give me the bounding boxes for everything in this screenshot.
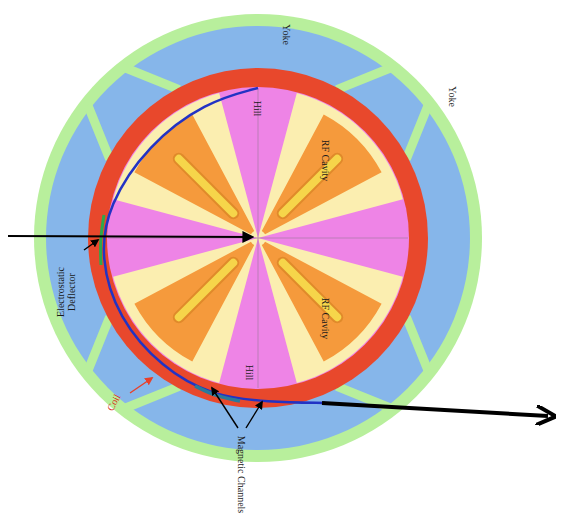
yoke-post — [406, 317, 428, 371]
valley — [258, 93, 403, 238]
deflector — [101, 215, 104, 265]
rf-cavity — [134, 242, 254, 362]
yoke-post — [88, 317, 110, 371]
hill-pole — [107, 87, 409, 389]
part-label: RF Cavity — [321, 297, 332, 338]
dee — [179, 263, 233, 317]
valley — [113, 238, 258, 383]
yoke-rim — [34, 14, 482, 462]
part-label: Magnetic Channels — [236, 435, 247, 512]
leader-line — [84, 240, 98, 250]
yoke-post — [125, 68, 179, 90]
yoke-post — [88, 105, 110, 159]
part-label: Hill — [245, 364, 256, 380]
yoke-post — [406, 105, 428, 159]
valley — [258, 238, 403, 383]
yoke — [46, 26, 470, 450]
dee-outline — [179, 263, 233, 317]
input-arrow — [8, 236, 252, 237]
leader-line — [130, 378, 152, 393]
magnetic-channel — [195, 386, 240, 401]
dee — [179, 159, 233, 213]
coil-ring — [88, 68, 428, 408]
yoke-post — [125, 386, 179, 408]
part-label: RF Cavity — [321, 139, 332, 180]
output-arrow — [322, 403, 548, 416]
part-label: Electrostatic Deflector — [55, 260, 77, 324]
leader-line — [212, 388, 238, 428]
rf-cavity — [262, 114, 382, 234]
part-label: Hill — [253, 100, 264, 116]
beam-path — [104, 88, 325, 403]
rf-cavity — [134, 114, 254, 234]
dee-outline — [179, 159, 233, 213]
part-label: Yoke — [280, 24, 291, 45]
yoke-post — [337, 68, 391, 90]
rf-cavity — [262, 242, 382, 362]
leader-line — [246, 402, 262, 428]
axis — [258, 88, 259, 388]
part-label: Yoke — [446, 86, 457, 107]
